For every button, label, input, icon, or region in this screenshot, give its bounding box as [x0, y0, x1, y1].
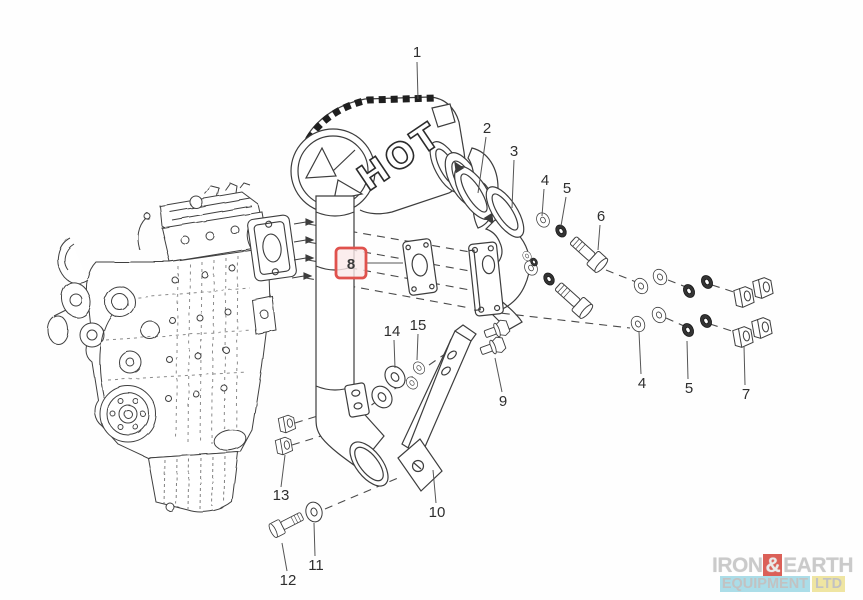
callout-11[interactable]: 11: [308, 557, 324, 574]
callout-3[interactable]: 3: [510, 143, 518, 160]
callout-2[interactable]: 2: [483, 120, 491, 137]
muffler: HOT: [290, 94, 499, 229]
engine-illustration: [47, 182, 283, 513]
bracket-bolts: [477, 317, 512, 360]
callout-9[interactable]: 9: [499, 393, 507, 410]
callout-15[interactable]: 15: [410, 317, 427, 334]
callout-7[interactable]: 7: [742, 386, 750, 403]
support-bracket: [397, 324, 477, 492]
logo-word-equipment: EQUIPMENT: [719, 576, 811, 593]
callouts: 1 2 3 4 5 6 4 5 7 9 10 11 12 13 14 15: [273, 44, 751, 589]
callout-4b[interactable]: 4: [638, 375, 646, 392]
callout-14[interactable]: 14: [384, 323, 401, 340]
logo-word-ltd: LTD: [812, 576, 846, 593]
logo-word-iron: IRON: [711, 553, 763, 577]
flange-studs: [291, 218, 315, 280]
selected-part-highlight[interactable]: 8: [334, 246, 368, 280]
highlight-box[interactable]: [334, 246, 368, 280]
logo-line-1: IRON&EARTH: [711, 553, 853, 577]
callout-8[interactable]: 8: [347, 256, 355, 273]
callout-12[interactable]: 12: [280, 572, 297, 589]
exhaust-elbow: [468, 186, 531, 331]
exhaust-downpipe: [315, 195, 389, 487]
callout-10[interactable]: 10: [429, 504, 446, 521]
engine-exhaust-flange: [247, 214, 315, 282]
elbow-fasteners: [520, 210, 610, 321]
callout-5a[interactable]: 5: [563, 180, 571, 197]
callout-6[interactable]: 6: [597, 208, 605, 225]
manifold-fastener-field: [628, 266, 775, 349]
lower-fasteners: [267, 413, 325, 540]
pipe-mount-tab: [344, 382, 370, 418]
callout-13[interactable]: 13: [273, 487, 290, 504]
callout-leader-lines: [280, 61, 746, 572]
callout-5b[interactable]: 5: [685, 380, 693, 397]
callout-4a[interactable]: 4: [541, 172, 549, 189]
gasket-muffler: [454, 161, 494, 225]
gasket-pipe: [402, 238, 438, 296]
callout-1[interactable]: 1: [413, 44, 421, 61]
logo-word-earth: EARTH: [783, 553, 853, 577]
logo-ampersand: &: [763, 553, 783, 577]
bracket-washers: [367, 359, 428, 413]
